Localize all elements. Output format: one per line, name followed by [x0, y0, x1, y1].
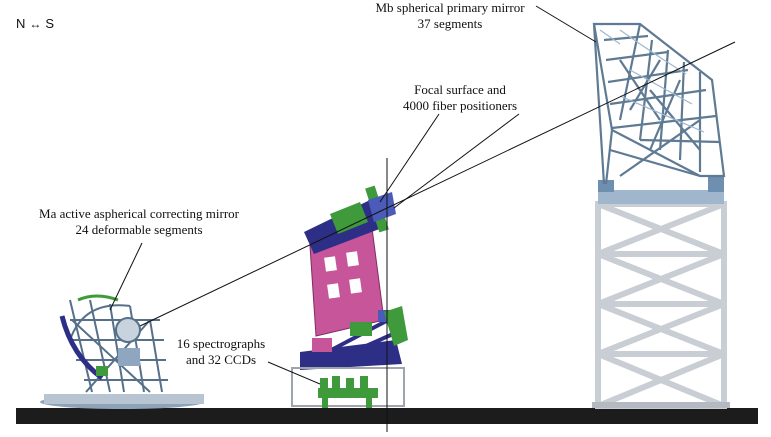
mb-tower [592, 22, 730, 409]
mb-label-line2: 37 segments [417, 16, 483, 31]
leader-lines [109, 5, 736, 385]
spec-label-line1: 16 spectrographs [176, 336, 266, 351]
focal-tracker [291, 158, 408, 432]
double-arrow-icon: ↔ [29, 17, 42, 31]
focal-surface-label: Focal surface and 4000 fiber positioners [380, 82, 540, 114]
focal-label-line2: 4000 fiber positioners [402, 98, 518, 113]
ma-mirror [40, 294, 204, 409]
focal-label-line1: Focal surface and [414, 82, 506, 97]
mb-mirror-label: Mb spherical primary mirror 37 segments [362, 0, 538, 32]
mb-label-line1: Mb spherical primary mirror [375, 0, 525, 15]
spec-label-line2: and 32 CCDs [185, 352, 257, 367]
compass: N↔S [16, 16, 54, 31]
south-label: S [45, 16, 55, 31]
ma-label-line1: Ma active aspherical correcting mirror [39, 206, 239, 221]
spectrograph-label: 16 spectrographs and 32 CCDs [166, 336, 276, 368]
ma-mirror-label: Ma active aspherical correcting mirror 2… [16, 206, 262, 238]
north-label: N [16, 16, 26, 31]
ma-label-line2: 24 deformable segments [75, 222, 203, 237]
